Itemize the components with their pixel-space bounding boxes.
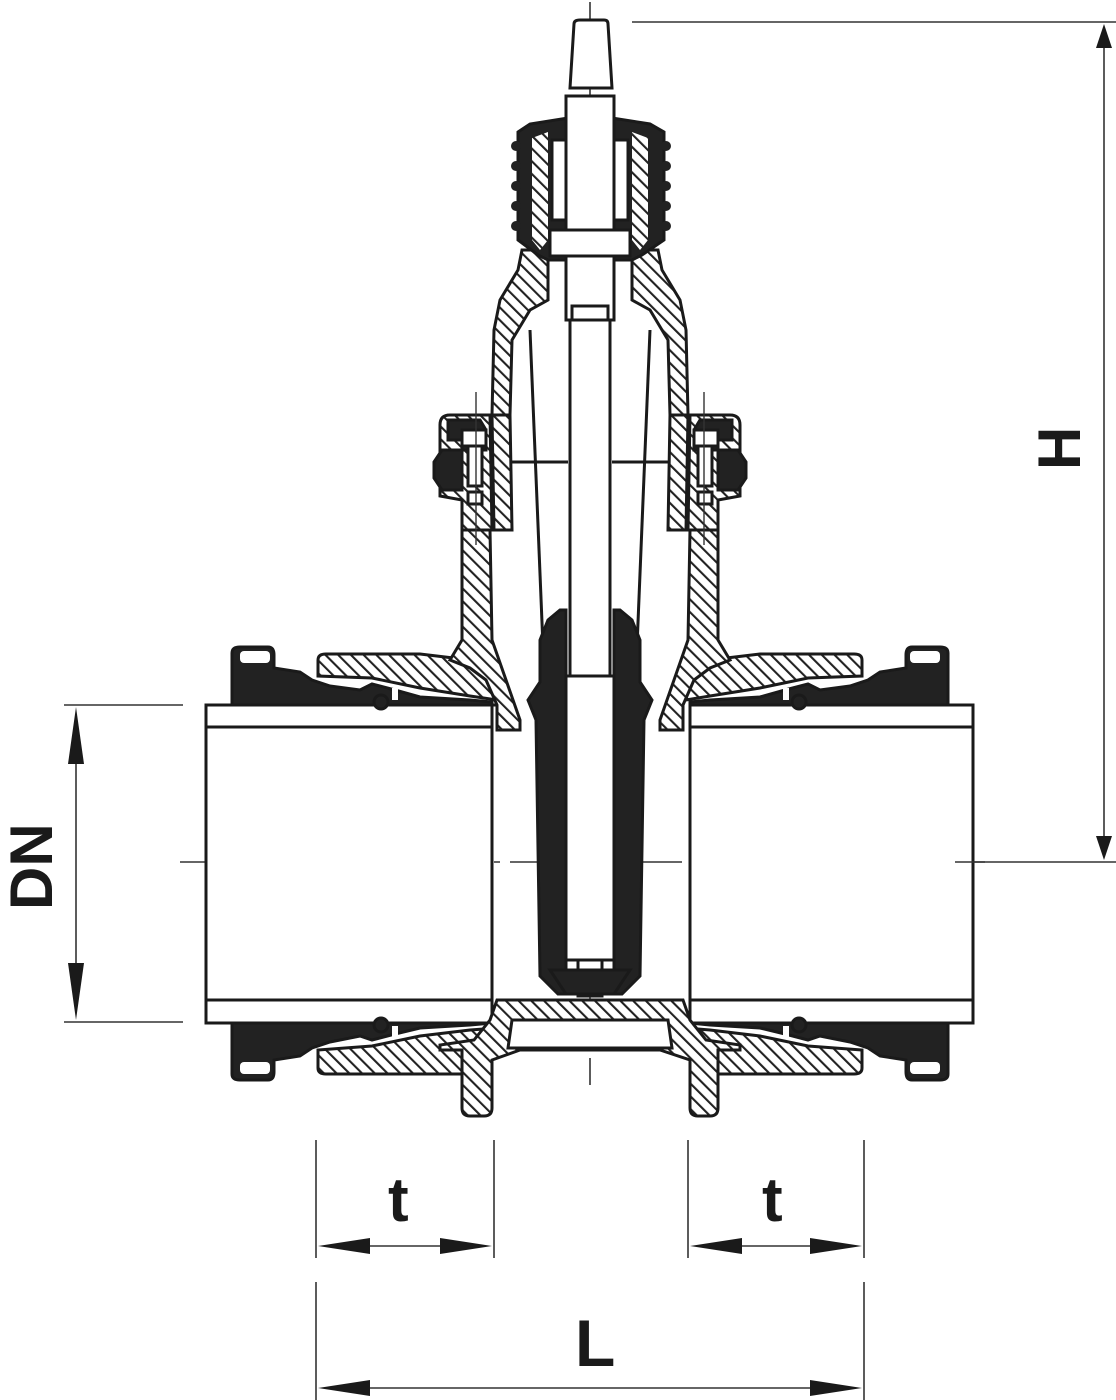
dimension-L: [315, 1282, 865, 1400]
bonnet: [490, 248, 690, 721]
left-gland-bottom: [230, 1016, 501, 1082]
dimension-t-right: [687, 1140, 865, 1258]
wedge: [526, 608, 654, 996]
bonnet-bolt-right: [692, 418, 748, 506]
dimension-label-H: H: [1026, 426, 1093, 470]
dimension-label-t-right: t: [762, 1166, 783, 1235]
dimension-label-DN: DN: [0, 823, 65, 910]
bonnet-bolt-left: [432, 418, 488, 506]
dimension-DN: [64, 704, 183, 1023]
dimension-H: [632, 21, 1116, 863]
stem: [564, 18, 616, 998]
dimension-label-L: L: [575, 1306, 616, 1380]
left-gland-top: [230, 645, 499, 711]
left-socket: [204, 703, 497, 1025]
dimension-t-left: [315, 1140, 495, 1258]
right-socket: [688, 703, 975, 1025]
right-gland-bottom: [682, 1016, 950, 1082]
right-gland-top: [684, 645, 950, 711]
dimension-label-t-left: t: [388, 1166, 409, 1235]
